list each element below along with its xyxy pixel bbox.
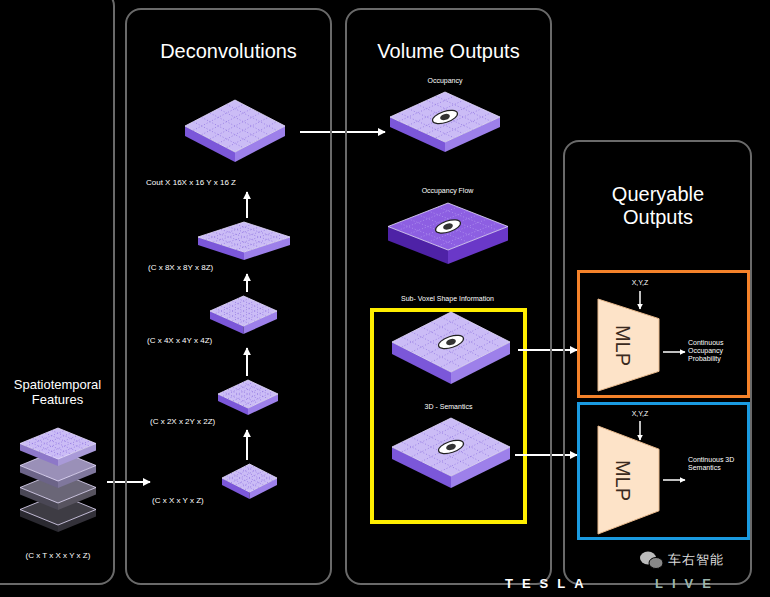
brand-logo: TESLA [505, 576, 593, 591]
voxel-slab [392, 418, 510, 488]
output-label: Continuous Occupancy Probability [688, 339, 742, 363]
voxel-slab [390, 92, 500, 152]
dimension-label: (C x X x Y x Z) [152, 496, 204, 505]
flow-arrow [515, 454, 577, 456]
dimension-label: Cout X 16X x 16 Y x 16 Z [146, 178, 236, 187]
mlp-block: MLP [597, 298, 660, 392]
output-volume: 3D - Semantics [385, 400, 515, 492]
dimension-label: (C x 2X x 2Y x 2Z) [150, 417, 215, 426]
mlp-label: MLP [597, 425, 647, 535]
voxel-slab [222, 464, 277, 499]
output-label: Occupancy [385, 77, 505, 85]
input-label: X,Y,Z [615, 279, 665, 287]
flow-arrow [300, 131, 385, 133]
feature-stack: (C x T x X x Y x Z) [12, 425, 107, 565]
semantics-query-box: X,Y,Z Continuous 3D Semantics MLP [577, 402, 750, 540]
volume-panel: Volume OutputsOccupancyOccupancy FlowSub… [345, 8, 552, 585]
output-label: Continuous 3D Semantics [688, 456, 742, 472]
voxel-slab [218, 380, 278, 415]
flow-arrow [663, 351, 685, 353]
panel-title: Volume Outputs [345, 40, 552, 63]
voxel-volume: (C x 4X x 4Y x 4Z) [145, 292, 282, 348]
dimension-label: (C x 4X x 4Y x 4Z) [147, 336, 212, 345]
flow-arrow [246, 348, 248, 376]
input-panel: Spatiotemporal Features (C x T x X x Y x … [0, 0, 115, 585]
mlp-block: MLP [597, 425, 660, 535]
car-icon [437, 438, 465, 456]
flow-arrow [639, 291, 641, 309]
flow-arrow [246, 192, 248, 218]
output-volume: Sub- Voxel Shape Information [380, 292, 518, 388]
highlight-frame [372, 310, 525, 522]
panel-title: Deconvolutions [125, 40, 332, 63]
output-label: 3D - Semantics [385, 403, 512, 411]
query-panel: Queryable OutputsX,Y,Z Continuous Occupan… [563, 140, 752, 585]
mlp-label: MLP [597, 298, 647, 392]
voxel-slab [388, 203, 508, 264]
voxel-slab [392, 312, 510, 384]
voxel-volume: (C x X x Y x Z) [150, 460, 282, 508]
wechat-icon [640, 552, 663, 569]
output-volume: Occupancy Flow [385, 184, 513, 266]
watermark: 车右智能 [668, 551, 724, 569]
input-label: X,Y,Z [615, 410, 665, 418]
voxel-slab [210, 296, 277, 334]
dimension-label: (C x 8X x 8Y x 8Z) [148, 263, 213, 272]
flow-arrow [246, 274, 248, 292]
output-volume: Occupancy [385, 74, 508, 155]
voxel-volume: (C x 2X x 2Y x 2Z) [145, 376, 282, 430]
occupancy-query-box: X,Y,Z Continuous Occupancy Probability MLP [577, 270, 750, 398]
flow-arrow [518, 349, 577, 351]
output-label: Occupancy Flow [385, 187, 510, 195]
feature-layer [20, 428, 96, 466]
voxel-volume: Cout X 16X x 16 Y x 16 Z [140, 96, 300, 192]
car-icon [437, 333, 465, 351]
flow-arrow [246, 430, 248, 460]
panel-heading: Spatiotemporal Features [0, 378, 115, 408]
flow-arrow [639, 421, 641, 440]
panel-title: Queryable Outputs [593, 183, 723, 229]
deconv-panel: DeconvolutionsCout X 16X x 16 Y x 16 Z (C… [125, 8, 332, 585]
dimension-label: (C x T x X x Y x Z) [12, 551, 104, 560]
brand-logo: LIVE [655, 576, 720, 591]
flow-arrow [663, 479, 685, 481]
output-label: Sub- Voxel Shape Information [380, 295, 515, 303]
car-icon [431, 108, 459, 126]
car-icon [434, 217, 462, 235]
voxel-volume: (C x 8X x 8Y x 8Z) [145, 218, 295, 274]
voxel-slab [198, 222, 290, 260]
voxel-slab [185, 100, 285, 162]
